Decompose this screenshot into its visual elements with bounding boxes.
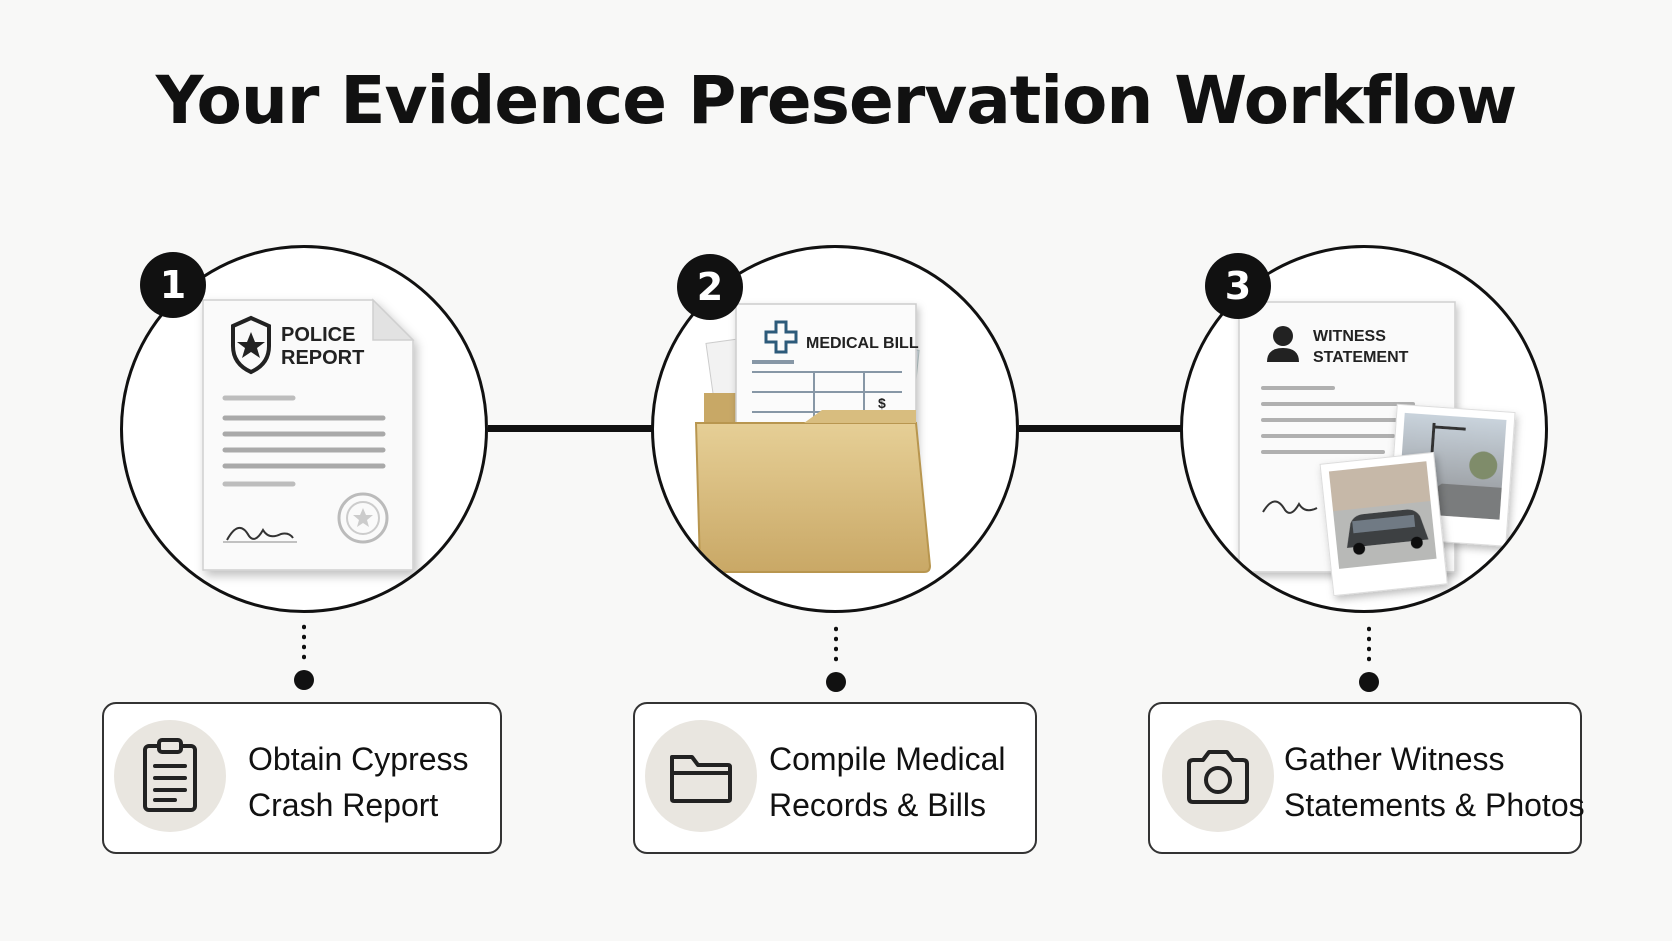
connector-line-2-3 (1019, 425, 1189, 432)
police-report-doc-line1: POLICE (281, 324, 355, 346)
step-1-connector-dot (294, 670, 314, 690)
step-2-card-line2: Records & Bills (769, 787, 986, 823)
car-photo (1319, 451, 1448, 597)
step-2-card: Compile Medical Records & Bills (633, 702, 1037, 854)
step-2-dotted-connector (834, 624, 838, 664)
official-seal-icon (337, 492, 389, 544)
police-report-illustration: POLICE REPORT (202, 298, 415, 571)
step-3-icon-circle (1162, 720, 1274, 832)
step-1-card-line1: Obtain Cypress (248, 741, 469, 777)
step-1-badge: 1 (140, 252, 206, 318)
step-1-circle: POLICE REPORT (120, 245, 488, 613)
step-1-card: Obtain Cypress Crash Report (102, 702, 502, 854)
step-2-icon-circle (645, 720, 757, 832)
clipboard-icon (143, 738, 197, 812)
medical-bill-doc-line1: MEDICAL BILL (806, 335, 919, 352)
step-2-card-line1: Compile Medical (769, 741, 1006, 777)
step-3-card-line2: Statements & Photos (1284, 787, 1585, 823)
page-title: Your Evidence Preservation Workflow (155, 62, 1517, 139)
step-2-connector-dot (826, 672, 846, 692)
medical-bill-folder-illustration: MEDICAL BILL $ (694, 303, 932, 573)
step-3-badge: 3 (1205, 253, 1271, 319)
person-icon (1267, 326, 1299, 362)
medical-cross-icon (764, 320, 798, 354)
medical-bill-doc-dollar: $ (878, 395, 886, 411)
step-2-circle: MEDICAL BILL $ (651, 245, 1019, 613)
camera-icon (1187, 750, 1249, 804)
shield-icon (231, 315, 271, 375)
step-1-dotted-connector (302, 622, 306, 662)
step-3-card-line1: Gather Witness (1284, 741, 1505, 777)
witness-statement-illustration: WITNESS STATEMENT (1238, 301, 1516, 597)
folder-icon (670, 755, 732, 803)
step-1-icon-circle (114, 720, 226, 832)
step-3-connector-dot (1359, 672, 1379, 692)
police-report-doc-line2: REPORT (281, 347, 364, 369)
witness-doc-line1: WITNESS (1313, 328, 1386, 345)
step-3-card: Gather Witness Statements & Photos (1148, 702, 1585, 854)
step-2-badge: 2 (677, 254, 743, 320)
step-1-card-line2: Crash Report (248, 787, 439, 823)
witness-doc-line2: STATEMENT (1313, 349, 1409, 366)
step-3-dotted-connector (1367, 624, 1371, 664)
connector-line-1-2 (488, 425, 653, 432)
